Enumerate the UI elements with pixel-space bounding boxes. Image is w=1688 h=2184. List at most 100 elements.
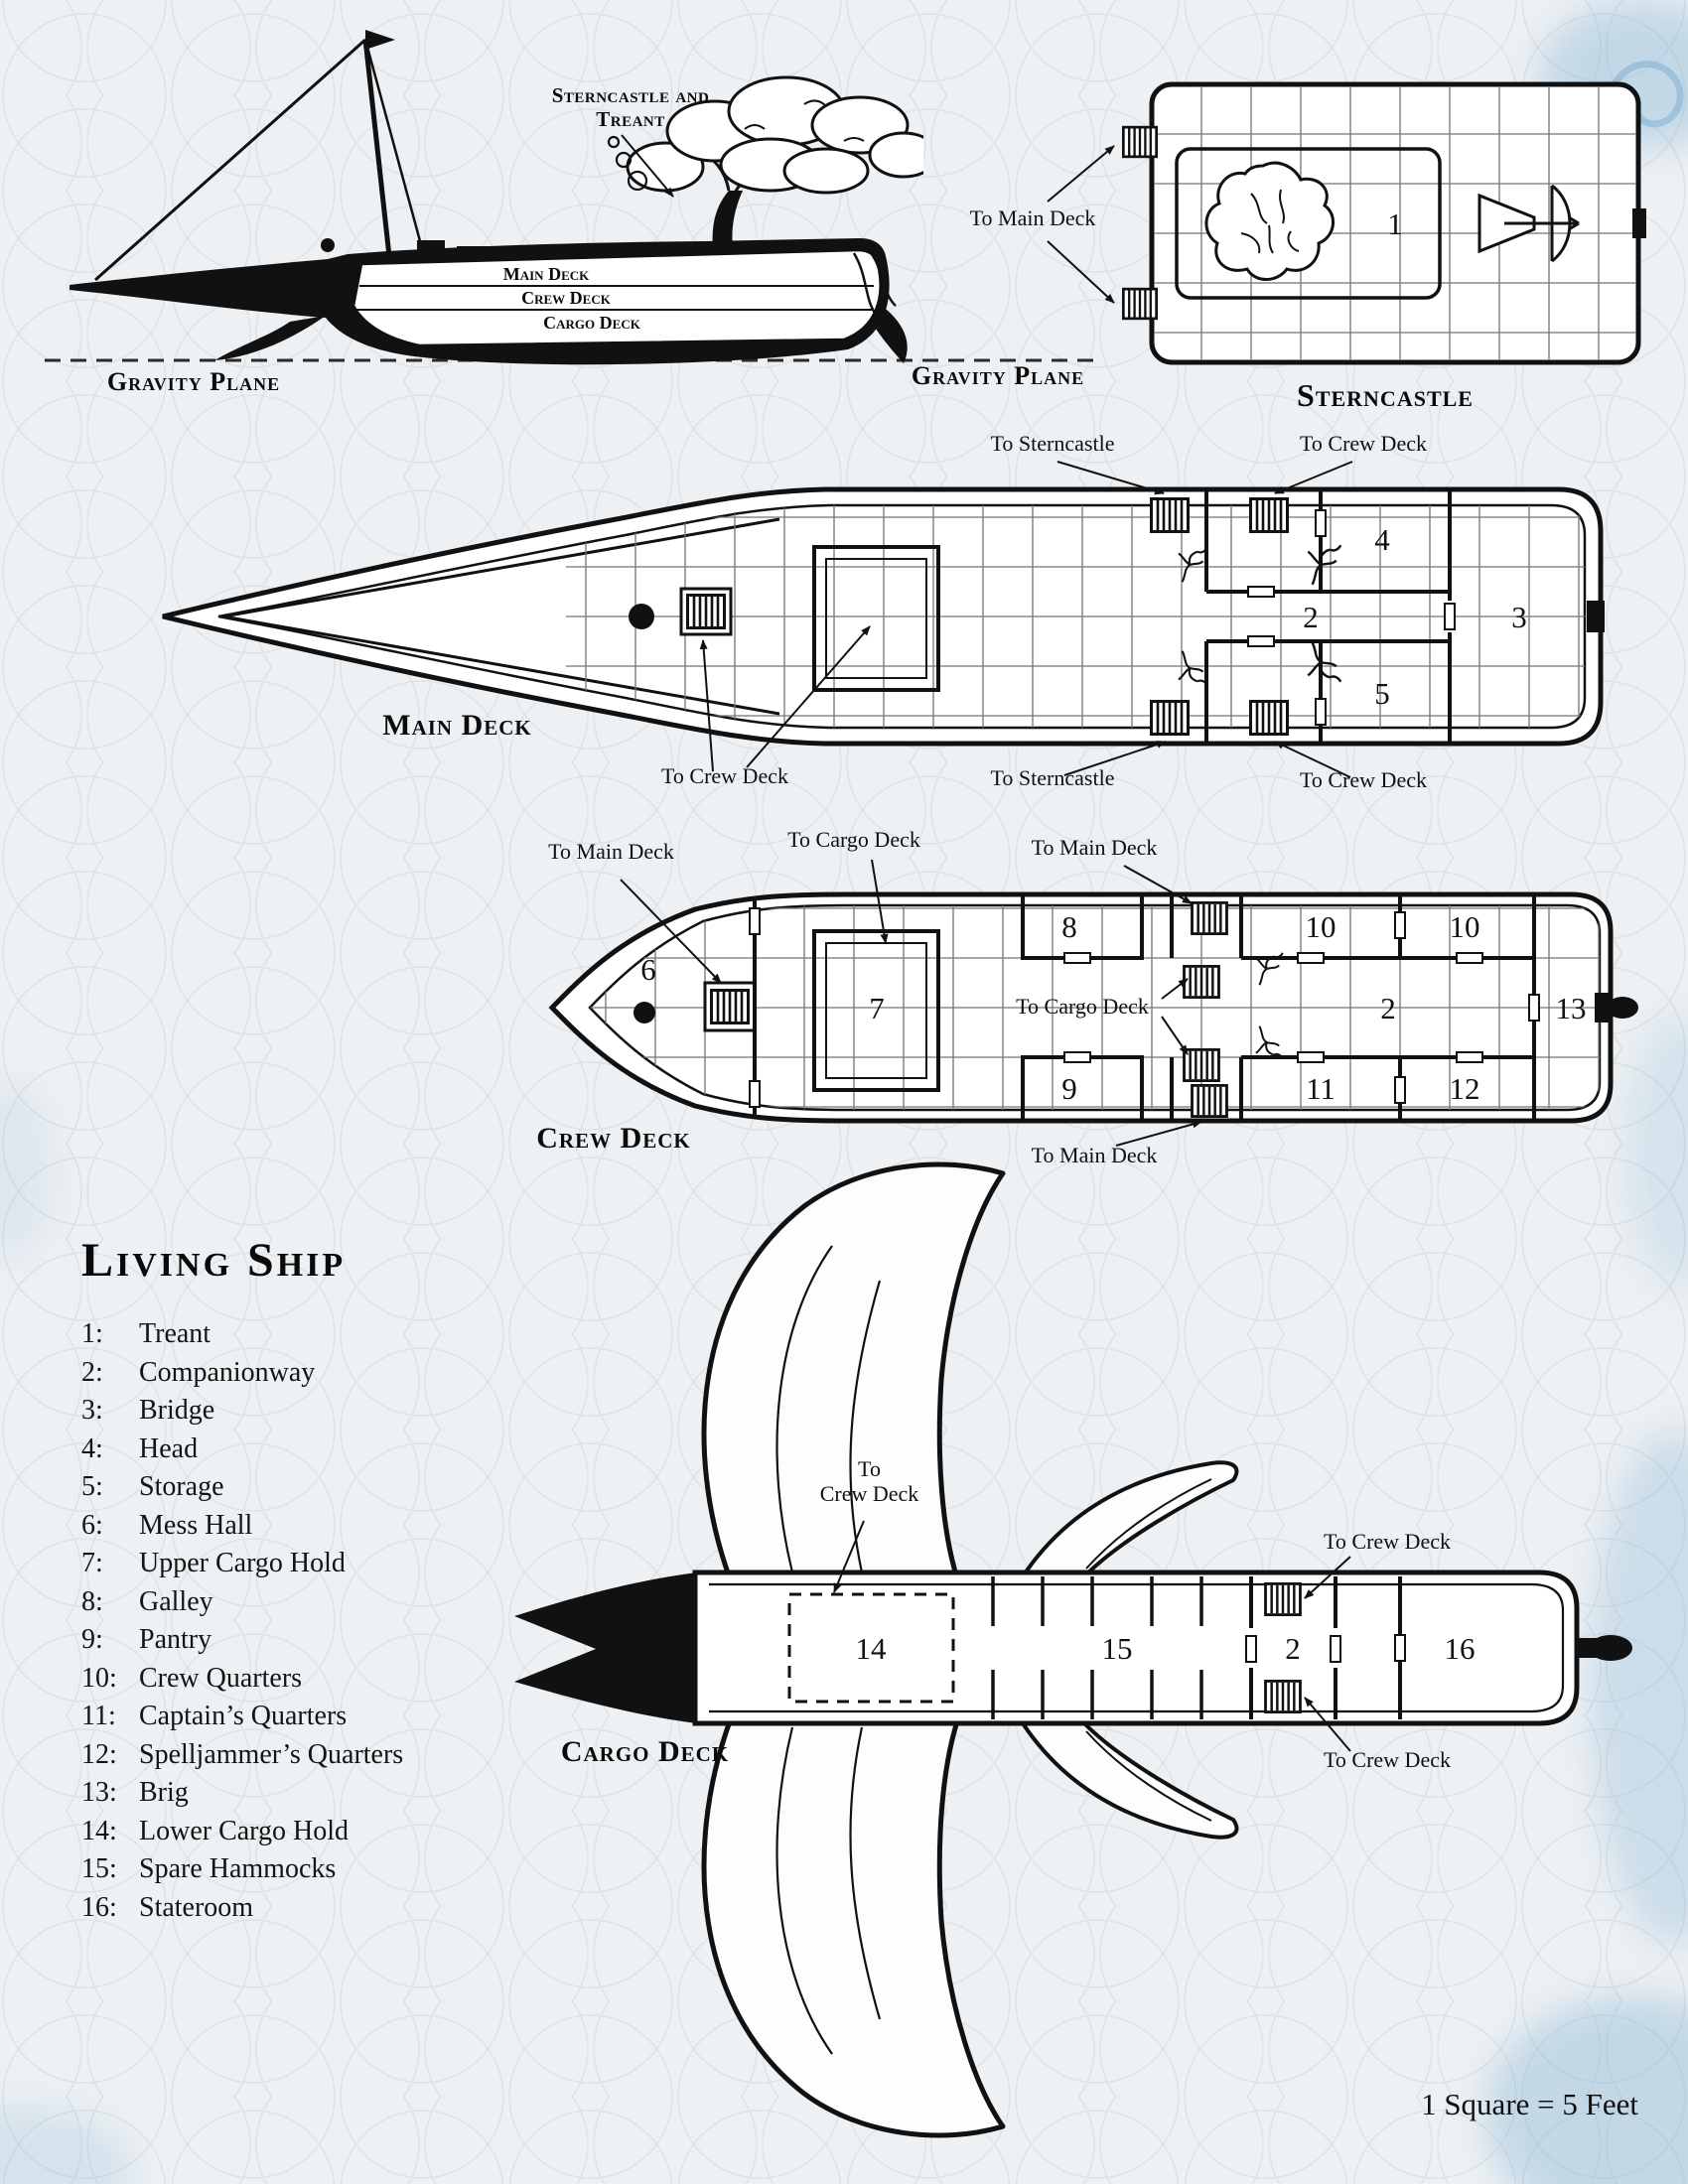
- stairs-icon: [1264, 1680, 1302, 1713]
- room-4-number: 4: [1374, 522, 1390, 557]
- label-to-crew-deck-left: To Crew Deck: [661, 763, 788, 788]
- wing-mirrored: [704, 1721, 1236, 2135]
- stairs-icon: [710, 989, 750, 1024]
- hull-ribs: [991, 1576, 1203, 1719]
- label-to-main-deck: To Main Deck: [969, 205, 1096, 230]
- room-7-number: 7: [869, 991, 885, 1025]
- bow-deck-edges: [222, 517, 780, 716]
- legend-item-name: Stateroom: [139, 1891, 254, 1923]
- label-line-2: Crew Deck: [819, 1480, 919, 1506]
- room-9-number: 9: [1061, 1071, 1077, 1106]
- label-to-main-deck-top-left: To Main Deck: [548, 839, 674, 864]
- treant-room: [1175, 147, 1442, 300]
- bow-beak: [514, 1572, 697, 1723]
- legend-item-11: 11:Captain’s Quarters: [81, 1698, 548, 1736]
- legend-item-number: 15:: [81, 1853, 117, 1884]
- grid: [566, 505, 1585, 728]
- stern-tendrils: [852, 249, 897, 319]
- stern-notch: [1587, 601, 1605, 632]
- callout-sterncastle-treant: Sterncastle and Treant: [551, 83, 710, 132]
- label-arrows: [1047, 145, 1115, 304]
- legend-item-number: 12:: [81, 1738, 117, 1770]
- legend-item-16: 16: Stateroom: [81, 1889, 548, 1928]
- mast-icon: [629, 604, 654, 629]
- legend-item-name: Head: [139, 1433, 199, 1464]
- legend-item-name: Companionway: [139, 1356, 316, 1388]
- cargo-hatch: [812, 545, 940, 692]
- label-to-cargo-deck-top: To Cargo Deck: [787, 827, 920, 852]
- room-14-number: 14: [856, 1631, 888, 1666]
- cargo-deck-caption: Cargo Deck: [560, 1735, 730, 1768]
- legend-item-1: 1:Treant: [81, 1315, 548, 1354]
- legend: Living Ship 1:Treant 2: Companionway 3:Br…: [81, 1233, 548, 1927]
- legend-item-name: Spelljammer’s Quarters: [139, 1738, 404, 1770]
- label-to-sterncastle-top: To Sterncastle: [990, 431, 1115, 456]
- callout-arrow: [621, 134, 674, 198]
- room-3-number: 3: [1511, 600, 1527, 634]
- room-6-number: 6: [640, 952, 656, 987]
- legend-item-8: 8:Galley: [81, 1583, 548, 1622]
- cargo-deck-plan: 14 15 2 16: [514, 1161, 1632, 2174]
- stairs-icon: [1122, 287, 1158, 321]
- deck-structures: [321, 238, 500, 258]
- legend-item-number: 4:: [81, 1433, 103, 1464]
- legend-item-number: 8:: [81, 1585, 103, 1617]
- wing: [701, 1161, 1239, 1581]
- hull-inner-line: [709, 1582, 1565, 1713]
- gravity-plane-label-left: Gravity Plane: [106, 367, 281, 396]
- band-cargo-deck-label: Cargo Deck: [543, 313, 641, 333]
- interior-walls: [1204, 491, 1452, 742]
- pennant-icon: [365, 30, 395, 50]
- stairs-icon: [1249, 497, 1289, 533]
- legend-item-number: 2:: [81, 1356, 103, 1388]
- legend-item-9: 9:Pantry: [81, 1621, 548, 1660]
- map-scale-note: 1 Square = 5 Feet: [1421, 2087, 1638, 2121]
- stairs-icon: [1191, 901, 1228, 935]
- treant-tree-icon: [626, 75, 923, 248]
- label-to-cargo-deck-mid: To Cargo Deck: [1016, 994, 1149, 1019]
- label-to-crew-deck-right-top: To Crew Deck: [1324, 1529, 1451, 1554]
- legend-title: Living Ship: [81, 1234, 347, 1287]
- stairs-icon: [1264, 1582, 1302, 1616]
- legend-item-4: 4: Head: [81, 1431, 548, 1469]
- treant-icon: [1204, 161, 1335, 281]
- legend-item-number: 1:: [81, 1318, 103, 1349]
- main-deck-plan: 2 3 4 5: [162, 461, 1605, 778]
- legend-item-number: 16:: [81, 1891, 117, 1923]
- interior-walls: [1249, 1576, 1402, 1719]
- gravity-plane-label-right: Gravity Plane: [911, 361, 1085, 390]
- legend-item-name: Brig: [139, 1777, 189, 1808]
- legend-item-name: Storage: [139, 1471, 224, 1502]
- hull-outline: [692, 1570, 1580, 1726]
- legend-item-number: 10:: [81, 1662, 117, 1694]
- legend-item-12: 12: Spelljammer’s Quarters: [81, 1736, 548, 1775]
- room-12-number: 12: [1450, 1071, 1480, 1106]
- stairs-icon: [1150, 700, 1190, 736]
- legend-item-name: Spare Hammocks: [139, 1853, 337, 1884]
- stairs-icon: [1122, 125, 1158, 159]
- stairs-icon: [1150, 497, 1190, 533]
- deck-divider-lines: [355, 285, 874, 311]
- mast-and-rigging: [94, 38, 425, 282]
- label-arrows: [620, 859, 1202, 1147]
- smoke-curls: [607, 135, 648, 192]
- stairs-icon: [686, 594, 726, 629]
- legend-item-6: 6:Mess Hall: [81, 1507, 548, 1546]
- room-10b-number: 10: [1450, 909, 1480, 944]
- legend-item-name: Lower Cargo Hold: [139, 1815, 349, 1846]
- cargo-hatch: [812, 929, 940, 1092]
- tail-tip: [1589, 1635, 1632, 1661]
- mast-icon: [633, 1002, 655, 1024]
- lower-cargo-hatch-dashed: [787, 1592, 955, 1704]
- room-11-number: 11: [1306, 1071, 1336, 1106]
- room-15-number: 15: [1102, 1631, 1133, 1666]
- legend-item-3: 3:Bridge: [81, 1392, 548, 1431]
- stern-notch: [1595, 993, 1609, 1023]
- legend-item-5: 5:Storage: [81, 1468, 548, 1507]
- legend-item-name: Pantry: [139, 1624, 212, 1655]
- legend-item-15: 15: Spare Hammocks: [81, 1850, 548, 1889]
- main-deck-caption: Main Deck: [382, 709, 532, 742]
- legend-item-name: Captain’s Quarters: [139, 1701, 348, 1731]
- room-2-number: 2: [1380, 991, 1396, 1025]
